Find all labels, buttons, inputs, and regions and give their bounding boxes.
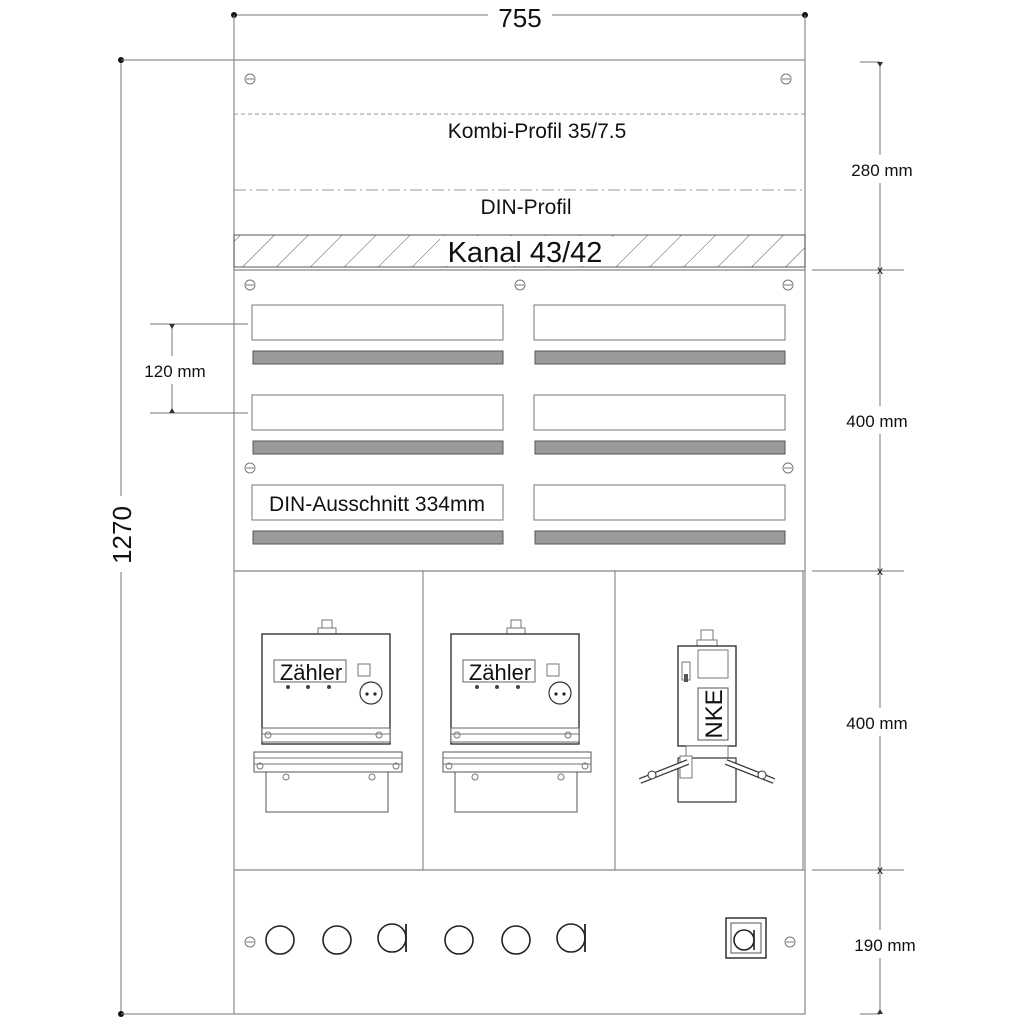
cable-entry <box>322 925 352 955</box>
rail-spacing-dimension: 120 mm <box>136 323 248 414</box>
meter-label: Zähler <box>280 660 342 685</box>
din-cutout-slot <box>533 484 786 521</box>
cable-entry-box <box>725 917 767 959</box>
screw <box>244 936 256 948</box>
meter-label: Zähler <box>469 660 531 685</box>
rail-spacing-label: 120 mm <box>144 362 205 381</box>
nke-label: NKE <box>701 689 728 738</box>
meter-section: Zähler Zähler <box>234 571 805 871</box>
top-section: Kombi-Profil 35/7.5 DIN-Profil Kanal 43/… <box>233 73 806 271</box>
din-rail <box>252 530 504 545</box>
width-label: 755 <box>498 3 541 33</box>
cable-entry <box>501 925 531 955</box>
tick-mark: x <box>877 263 883 277</box>
din-cutout-slot <box>251 484 504 521</box>
section-dimensions: x x x 280 mm 400 mm 400 mm 190 mm <box>812 61 924 1015</box>
cable-entry-large <box>556 923 586 953</box>
screw <box>782 279 794 291</box>
section-mid-label: 400 mm <box>846 412 907 431</box>
tick-mark: x <box>877 863 883 877</box>
din-cutout-label: DIN-Ausschnitt 334mm <box>269 493 485 516</box>
screw <box>782 462 794 474</box>
height-dimension: 1270 <box>106 57 234 1017</box>
din-rail <box>252 440 504 455</box>
section-top-label: 280 mm <box>851 161 912 180</box>
section-meter-label: 400 mm <box>846 714 907 733</box>
electricity-meter: Zähler <box>253 619 403 813</box>
cable-entry <box>444 925 474 955</box>
din-cutout-slot <box>533 304 786 341</box>
cable-entry-large <box>377 923 407 953</box>
width-dimension: 755 <box>231 2 808 60</box>
nke-connector: NKE <box>638 629 776 803</box>
height-label: 1270 <box>107 506 137 564</box>
electricity-meter: Zähler <box>442 619 592 813</box>
bottom-section <box>244 917 796 959</box>
screw <box>514 279 526 291</box>
cable-entry <box>265 925 295 955</box>
din-section: DIN-Ausschnitt 334mm 120 mm <box>136 279 805 572</box>
enclosure-frame <box>233 59 806 1015</box>
din-rail <box>534 440 786 455</box>
din-profile-label: DIN-Profil <box>480 196 571 219</box>
section-bottom-label: 190 mm <box>854 936 915 955</box>
din-rail <box>252 350 504 365</box>
din-cutout-slot <box>251 394 504 431</box>
din-rail <box>534 350 786 365</box>
kombi-profile-label: Kombi-Profil 35/7.5 <box>448 120 627 143</box>
tick-mark: x <box>877 564 883 578</box>
screw <box>784 936 796 948</box>
screw <box>244 279 256 291</box>
din-rail <box>534 530 786 545</box>
screw <box>244 462 256 474</box>
din-cutout-slot <box>251 304 504 341</box>
cable-duct-label: Kanal 43/42 <box>448 237 603 269</box>
din-cutout-slot <box>533 394 786 431</box>
